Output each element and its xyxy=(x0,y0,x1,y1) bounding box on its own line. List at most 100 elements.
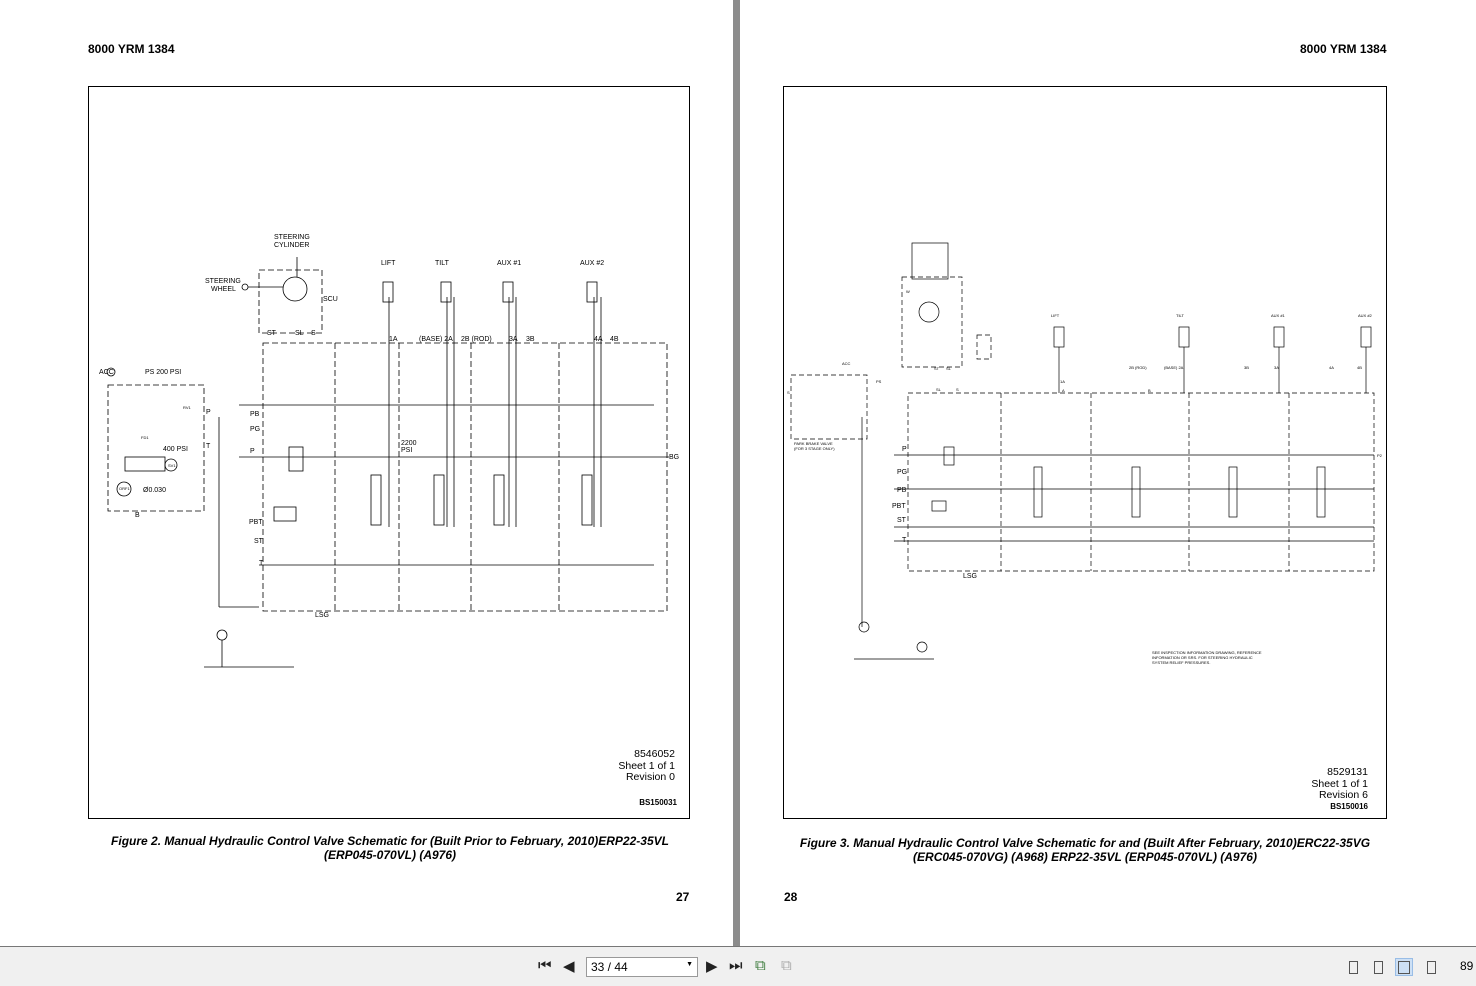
drawing-info: 8529131 Sheet 1 of 1 Revision 6 xyxy=(1311,766,1368,802)
caption-line: (ERC045-070VG) (A968) ERP22-35VL (ERP045… xyxy=(913,850,1257,864)
drawing-number: 8529131 xyxy=(1327,766,1368,778)
page-number-field[interactable]: 33 / 44 ▼ xyxy=(586,957,698,977)
page-field-value: 33 / 44 xyxy=(591,960,628,974)
label: SV1 xyxy=(168,463,176,468)
label: AUX #2 xyxy=(1358,313,1373,318)
facing-view-button[interactable] xyxy=(1395,958,1413,976)
label: P xyxy=(206,409,211,416)
label: SL xyxy=(946,366,952,371)
label: S xyxy=(787,390,790,395)
label: AUX #1 xyxy=(1271,313,1286,318)
label: ST xyxy=(254,538,264,545)
label: PG xyxy=(897,469,907,476)
label: ACC xyxy=(842,361,851,366)
hydraulic-schematic-figure-3: LIFT TILT AUX #1 AUX #2 ACC 1A 2B (ROD) … xyxy=(787,242,1383,665)
label: T xyxy=(206,443,211,450)
label: PB xyxy=(250,411,260,418)
drawing-info: 8546052 Sheet 1 of 1 Revision 0 xyxy=(618,748,675,784)
caption-line: Figure 3. Manual Hydraulic Control Valve… xyxy=(799,836,1371,850)
label: AUX #1 xyxy=(497,260,521,267)
page-header: 8000 YRM 1384 xyxy=(88,42,175,56)
label: 4B xyxy=(1357,365,1362,370)
label: STEERING xyxy=(205,278,241,285)
label: (BASE) 2A xyxy=(1164,365,1184,370)
label: 2200 xyxy=(401,440,417,447)
label: 2B (ROD) xyxy=(1129,365,1147,370)
label: TILT xyxy=(1176,313,1184,318)
drawing-number: 8546052 xyxy=(634,748,675,760)
label: A xyxy=(1062,388,1065,393)
next-page-button[interactable]: ▶ xyxy=(706,958,718,975)
label: 3B xyxy=(526,336,535,343)
label: 1A xyxy=(1060,379,1065,384)
label: 3A xyxy=(509,336,518,343)
label: 3A xyxy=(1274,365,1279,370)
label: S xyxy=(956,387,959,392)
label: LSG xyxy=(963,573,977,580)
page-header: 8000 YRM 1384 xyxy=(1300,42,1387,56)
label: SCU xyxy=(323,296,338,303)
chevron-down-icon[interactable]: ▼ xyxy=(686,961,693,968)
label: 400 PSI xyxy=(163,446,188,453)
revision: Revision 0 xyxy=(625,771,675,783)
label: ACC xyxy=(99,369,114,376)
label: Ø0.030 xyxy=(143,487,166,494)
forward-view-icon[interactable]: ⧉ xyxy=(781,957,792,974)
previous-page-button[interactable]: ◀ xyxy=(563,958,575,975)
figure-caption: Figure 2. Manual Hydraulic Control Valve… xyxy=(60,834,720,862)
label: PSI xyxy=(401,447,412,454)
label: P2 xyxy=(1377,453,1383,458)
label: PBT xyxy=(892,503,906,510)
caption-line: Figure 2. Manual Hydraulic Control Valve… xyxy=(111,834,669,848)
note-line: INFORMATION OR SRS. FOR STEERING HYDRAUL… xyxy=(1152,655,1253,660)
label: 4A xyxy=(594,336,603,343)
label: STEERING xyxy=(274,234,310,241)
pdf-toolbar: ⏮ ◀ 33 / 44 ▼ ▶ ⏭ ⧉ ⧉ 89 xyxy=(0,946,1476,986)
label: PS 200 PSI xyxy=(145,369,181,376)
label: PB xyxy=(897,487,907,494)
bs-code: BS150031 xyxy=(639,798,677,807)
label: B xyxy=(1148,388,1151,393)
label: 2B (ROD) xyxy=(461,336,492,343)
label: P xyxy=(902,446,907,453)
label: LIFT xyxy=(381,260,396,267)
note-line: SEE INSPECTION INFORMATION DRAWING, REFE… xyxy=(1152,650,1262,655)
label: B xyxy=(135,512,140,519)
label: PS xyxy=(876,379,882,384)
label: ST xyxy=(897,517,907,524)
figure-caption: Figure 3. Manual Hydraulic Control Valve… xyxy=(760,836,1410,864)
label: ORF1 xyxy=(119,486,130,491)
label: 1A xyxy=(389,336,398,343)
label: FD1 xyxy=(141,435,149,440)
label: TILT xyxy=(435,260,450,267)
zoom-level[interactable]: 89 xyxy=(1460,959,1474,973)
continuous-facing-view-button[interactable] xyxy=(1422,958,1440,976)
back-view-icon[interactable]: ⧉ xyxy=(755,957,766,974)
label: SL xyxy=(295,330,304,337)
continuous-view-button[interactable] xyxy=(1369,958,1387,976)
label: S xyxy=(311,330,316,337)
sheet-number: Sheet 1 of 1 xyxy=(1311,777,1368,790)
label: CYLINDER xyxy=(274,242,309,249)
last-page-button[interactable]: ⏭ xyxy=(729,957,743,974)
bs-code: BS150016 xyxy=(1330,802,1368,811)
label: 4A xyxy=(1329,365,1334,370)
label: LSG xyxy=(315,612,329,619)
label: P xyxy=(250,448,255,455)
label: PG xyxy=(250,426,260,433)
hydraulic-schematic-figure-2: STEERING CYLINDER STEERING WHEEL SCU LIF… xyxy=(99,234,679,668)
label: PBT xyxy=(249,519,263,526)
label: (BASE) 2A xyxy=(419,336,453,343)
pdf-page-27: 8000 YRM 1384 STEERING CYLINDER STEERING… xyxy=(0,0,733,946)
label: PARK BRAKE VALVE xyxy=(794,441,833,446)
pdf-page-28: 8000 YRM 1384 LIFT TILT AUX #1 AUX #2 AC… xyxy=(740,0,1476,946)
caption-line: (ERP045-070VL) (A976) xyxy=(323,848,457,862)
first-page-button[interactable]: ⏮ xyxy=(538,957,552,974)
schematic-frame: LIFT TILT AUX #1 AUX #2 ACC 1A 2B (ROD) … xyxy=(783,86,1387,819)
single-page-view-button[interactable] xyxy=(1344,958,1362,976)
note-line: SYSTEM RELIEF PRESSURES. xyxy=(1152,660,1210,665)
schematic-frame: STEERING CYLINDER STEERING WHEEL SCU LIF… xyxy=(88,86,690,819)
page-number: 27 xyxy=(676,890,690,904)
label: 3B xyxy=(1244,365,1249,370)
label: LIFT xyxy=(1051,313,1060,318)
